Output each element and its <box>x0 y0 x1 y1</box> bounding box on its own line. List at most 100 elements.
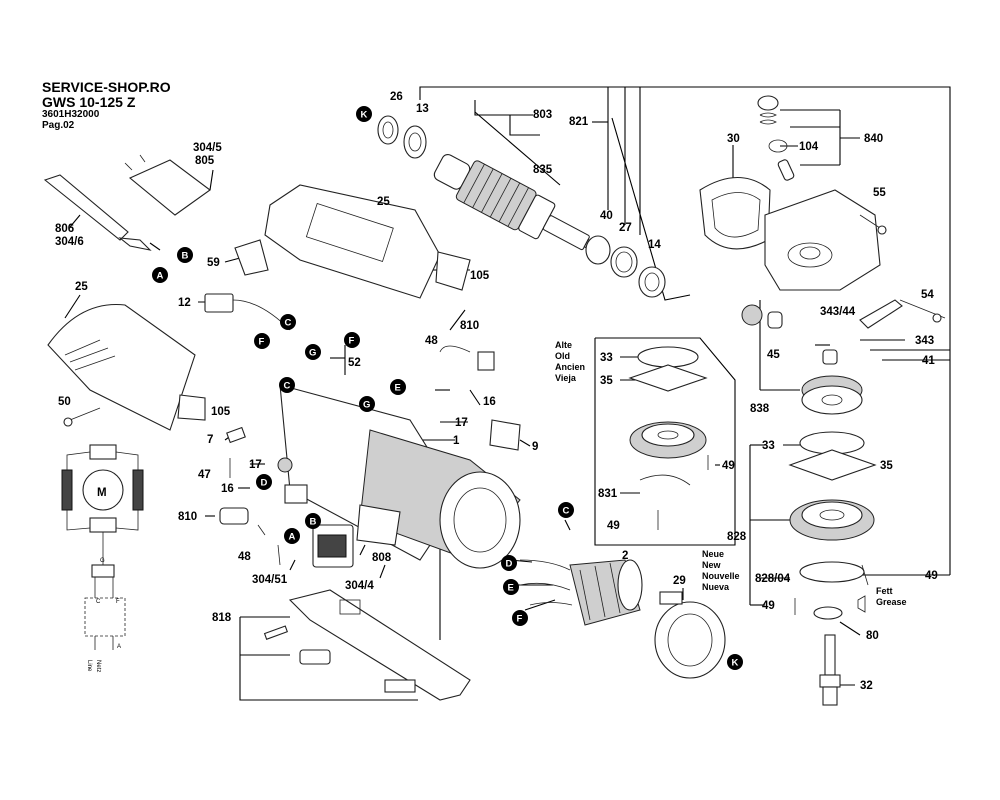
svg-text:C: C <box>284 381 291 392</box>
part-label: 26 <box>390 91 403 103</box>
part-label: 49 <box>762 600 775 612</box>
part-label: 17 <box>249 459 262 471</box>
part-label: 343/44 <box>820 306 856 318</box>
marker-b-circle: B <box>177 247 193 263</box>
part-label: 48 <box>425 335 438 347</box>
part-label: 80 <box>866 630 879 642</box>
marker-b-circle: B <box>305 513 321 529</box>
part-label: 45 <box>767 349 780 361</box>
part-label: 818 <box>212 612 232 624</box>
marker-d-circle: D <box>256 474 272 490</box>
svg-text:E: E <box>395 383 401 394</box>
wiring-label-a: A <box>117 644 121 650</box>
wiring-label-netz: Netz <box>95 660 101 672</box>
svg-text:G: G <box>309 348 316 359</box>
part-label: 7 <box>207 434 213 446</box>
part-label: 105 <box>211 406 231 418</box>
marker-a-circle: A <box>284 528 300 544</box>
part-label: 13 <box>416 103 429 115</box>
marker-a-circle: A <box>152 267 168 283</box>
part-label: 840 <box>864 133 883 145</box>
marker-c-circle: C <box>558 502 574 518</box>
svg-text:A: A <box>289 532 296 543</box>
part-label: 810 <box>460 320 479 332</box>
part-label: 343 <box>915 335 934 347</box>
part-label: 17 <box>455 417 468 429</box>
motor-symbol: M <box>97 487 107 499</box>
article-number: 3601H32000 <box>42 109 100 120</box>
wiring-label-g: G <box>100 558 105 564</box>
part-label: 33 <box>600 352 613 364</box>
version-label-new: New <box>702 560 722 570</box>
part-label: 29 <box>673 575 686 587</box>
part-label: 40 <box>600 210 613 222</box>
version-label-old: Old <box>555 351 570 361</box>
part-label: 803 <box>533 109 552 121</box>
part-label: 54 <box>921 289 934 301</box>
version-label-new: Neue <box>702 549 724 559</box>
version-old-labels: Alte Old Ancien Vieja <box>555 340 585 383</box>
part-label: 828 <box>727 531 747 543</box>
svg-text:F: F <box>259 337 265 348</box>
marker-c-circle: C <box>280 314 296 330</box>
part-label: 14 <box>648 239 661 251</box>
svg-text:C: C <box>563 506 570 517</box>
version-label-old: Ancien <box>555 362 585 372</box>
version-new-labels: Neue New Nouvelle Nueva <box>702 549 740 592</box>
grease-label: Fett Grease <box>876 586 907 607</box>
part-label: 55 <box>873 187 886 199</box>
marker-f-circle: F <box>512 610 528 626</box>
part-label: 104 <box>799 141 819 153</box>
part-label: 49 <box>607 520 620 532</box>
part-label: 304/5 <box>193 142 222 154</box>
part-label: 304/51 <box>252 574 288 586</box>
marker-d-circle: D <box>501 555 517 571</box>
version-label-new: Nouvelle <box>702 571 740 581</box>
svg-text:D: D <box>261 478 268 489</box>
wiring-label-f: F <box>116 599 120 605</box>
part-label: 27 <box>619 222 632 234</box>
wiring-diagram: M G C F Line Netz A <box>86 487 121 672</box>
part-label: 808 <box>372 552 392 564</box>
part-label: 35 <box>600 375 613 387</box>
grease-label-de: Fett <box>876 586 893 596</box>
part-label: 25 <box>75 281 88 293</box>
model-title: GWS 10-125 Z <box>42 94 136 110</box>
wiring-label-line: Line <box>86 660 92 672</box>
svg-text:D: D <box>506 559 513 570</box>
connection-markers: A B C F G F C E G D A B C D E F K K <box>152 106 743 670</box>
part-label: 805 <box>195 155 215 167</box>
svg-text:B: B <box>310 517 317 528</box>
svg-text:F: F <box>517 614 523 625</box>
part-label: 105 <box>470 270 490 282</box>
part-label: 9 <box>532 441 538 453</box>
svg-text:K: K <box>732 658 739 669</box>
part-label: 32 <box>860 680 873 692</box>
part-label: 12 <box>178 297 191 309</box>
marker-k-circle: K <box>356 106 372 122</box>
part-label: 59 <box>207 257 220 269</box>
marker-g-circle: G <box>305 344 321 360</box>
marker-c-circle: C <box>279 377 295 393</box>
part-label: 304/4 <box>345 580 374 592</box>
marker-g-circle: G <box>359 396 375 412</box>
marker-k-circle: K <box>727 654 743 670</box>
part-label: 30 <box>727 133 740 145</box>
part-label: 50 <box>58 396 71 408</box>
marker-f-circle: F <box>344 332 360 348</box>
svg-text:F: F <box>349 336 355 347</box>
marker-f-circle: F <box>254 333 270 349</box>
part-label: 810 <box>178 511 197 523</box>
svg-text:E: E <box>508 583 514 594</box>
part-label: 49 <box>925 570 938 582</box>
part-label: 52 <box>348 357 361 369</box>
svg-text:C: C <box>285 318 292 329</box>
part-label: 16 <box>221 483 234 495</box>
part-label: 41 <box>922 355 935 367</box>
part-label: 2 <box>622 550 628 562</box>
wiring-label-c: C <box>96 599 101 605</box>
svg-text:K: K <box>361 110 368 121</box>
part-label: 35 <box>880 460 893 472</box>
version-label-new: Nueva <box>702 582 730 592</box>
